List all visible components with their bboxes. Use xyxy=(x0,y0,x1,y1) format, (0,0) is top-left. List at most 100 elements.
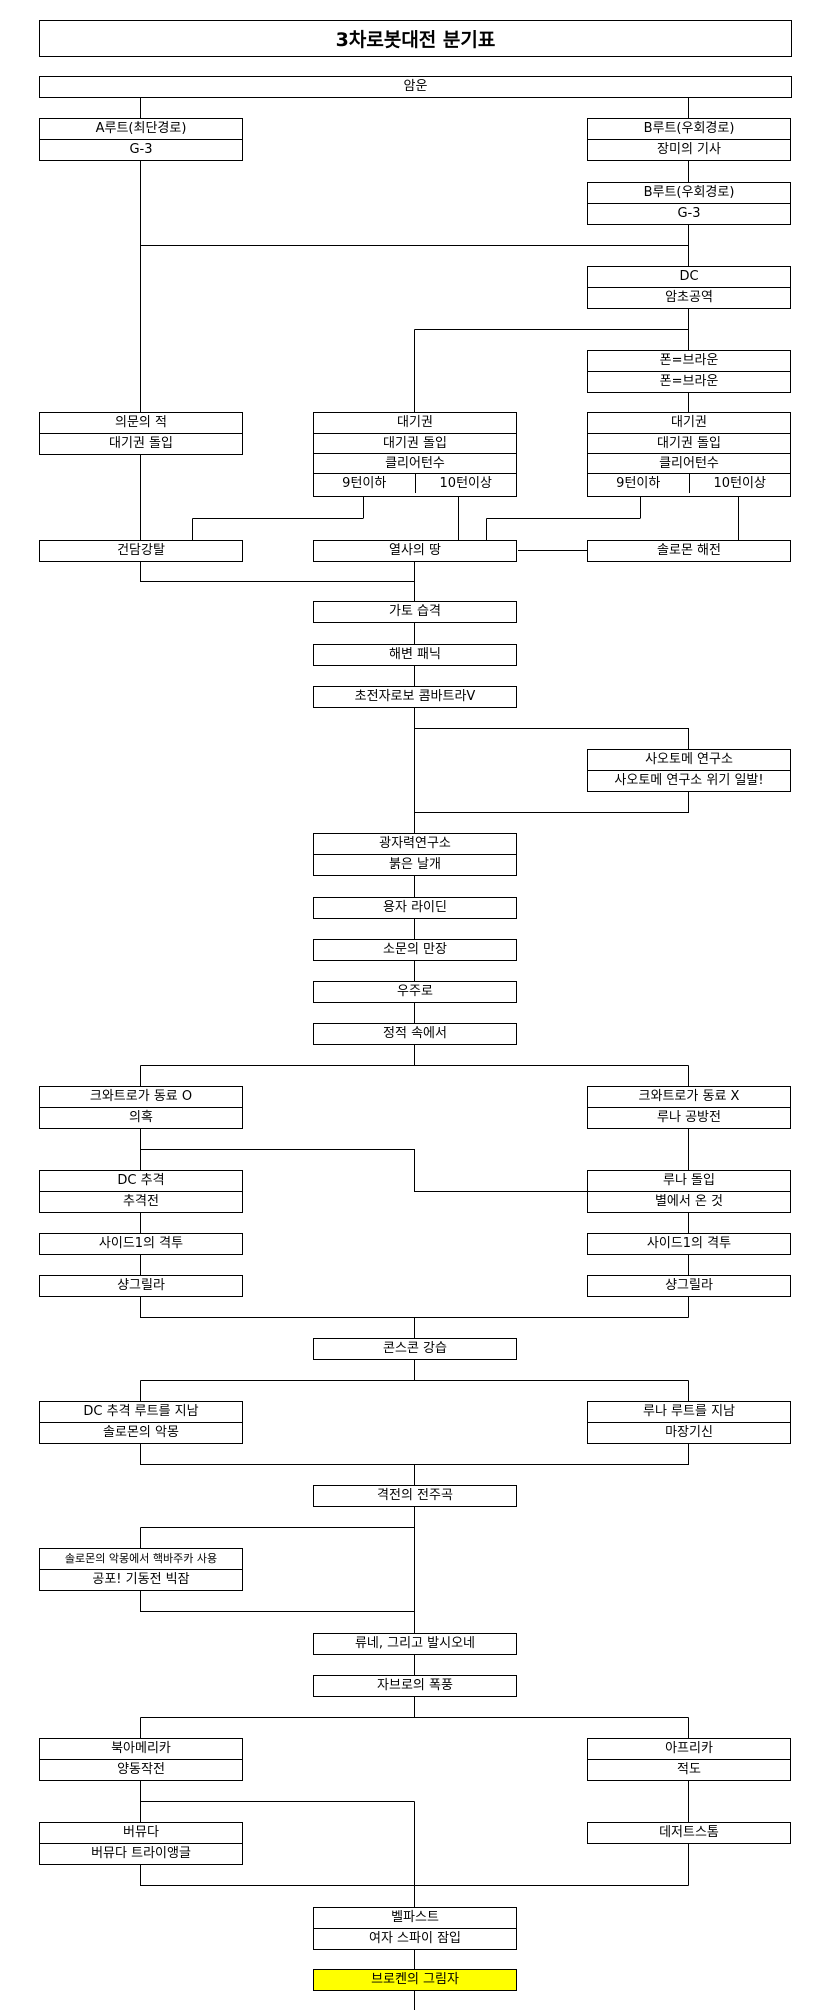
node-label: 크와트로가 동료 X xyxy=(638,1089,740,1104)
node-dc: DC 암초공역 xyxy=(587,266,791,309)
node-label: 루나 돌입 xyxy=(663,1173,715,1188)
turn-split: 9턴이하 10턴이상 xyxy=(588,473,790,493)
node-label: 콘스콘 강습 xyxy=(383,1341,447,1356)
node-label: DC xyxy=(679,269,699,284)
node-shangri-left: 샹그릴라 xyxy=(39,1275,243,1297)
node-label: 추격전 xyxy=(40,1191,242,1211)
node-label: 대기권 돌입 xyxy=(40,433,242,453)
node-label: 광자력연구소 xyxy=(379,836,451,851)
node-label: 대기권 돌입 xyxy=(314,433,516,453)
turn-split: 9턴이하 10턴이상 xyxy=(314,473,516,493)
node-dc-chugyeok: DC 추격 추격전 xyxy=(39,1170,243,1213)
node-label: 샹그릴라 xyxy=(117,1278,165,1293)
node-a-route: A루트(최단경로) G-3 xyxy=(39,118,243,161)
node-gato: 가토 습격 xyxy=(313,601,517,623)
node-label: 열사의 땅 xyxy=(389,543,441,558)
node-label: 건담강탈 xyxy=(117,543,165,558)
turn-9-or-less: 9턴이하 xyxy=(616,476,661,491)
node-label: 별에서 온 것 xyxy=(588,1191,790,1211)
node-label: 솔로몬 해전 xyxy=(657,543,721,558)
node-solomon-nuke: 솔로몬의 악몽에서 핵바주카 사용 공포! 기동전 빅잠 xyxy=(39,1548,243,1591)
node-luna-route-pass: 루나 루트를 지남 마장기신 xyxy=(587,1401,791,1444)
node-jeongjeok: 정적 속에서 xyxy=(313,1023,517,1045)
node-consecon: 콘스콘 강습 xyxy=(313,1338,517,1360)
node-label: 버뮤다 트라이앵글 xyxy=(40,1843,242,1863)
node-ujuro: 우주로 xyxy=(313,981,517,1003)
node-label: 가토 습격 xyxy=(389,604,441,619)
node-label: 우주로 xyxy=(397,984,433,999)
node-label: 데저트스톰 xyxy=(659,1825,719,1840)
node-side1-right: 사이드1의 격투 xyxy=(587,1233,791,1255)
node-label: 브로켄의 그림자 xyxy=(371,1972,459,1987)
node-label: B루트(우회경로) xyxy=(643,121,735,136)
node-shangri-right: 샹그릴라 xyxy=(587,1275,791,1297)
node-label: 북아메리카 xyxy=(111,1741,171,1756)
node-label: 대기권 xyxy=(671,415,707,430)
node-africa: 아프리카 적도 xyxy=(587,1738,791,1781)
node-label: 공포! 기동전 빅잠 xyxy=(40,1569,242,1589)
node-label: G-3 xyxy=(588,203,790,223)
node-label: A루트(최단경로) xyxy=(95,121,187,136)
node-label: 솔로몬의 악몽에서 핵바주카 사용 xyxy=(64,1552,218,1565)
turn-9-or-less: 9턴이하 xyxy=(342,476,387,491)
node-label: 소문의 만장 xyxy=(383,942,447,957)
node-saotome: 사오토메 연구소 사오토메 연구소 위기 일발! xyxy=(587,749,791,792)
node-label: 사오토메 연구소 xyxy=(645,752,733,767)
node-quattro-o: 크와트로가 동료 O 의혹 xyxy=(39,1086,243,1129)
node-label: 의혹 xyxy=(40,1107,242,1127)
node-label: DC 추격 루트를 지남 xyxy=(83,1404,199,1419)
node-label: 사오토메 연구소 위기 일발! xyxy=(588,770,790,790)
node-label: 벨파스트 xyxy=(391,1910,439,1925)
node-north-america: 북아메리카 양동작전 xyxy=(39,1738,243,1781)
node-label: 붉은 날개 xyxy=(314,854,516,874)
node-side1-left: 사이드1의 격투 xyxy=(39,1233,243,1255)
node-label: 정적 속에서 xyxy=(383,1026,447,1041)
node-label: 클리어턴수 xyxy=(588,453,790,473)
node-combattler: 초전자로보 콤바트라V xyxy=(313,686,517,708)
title-text: 3차로봇대전 분기표 xyxy=(335,29,496,51)
node-label: 용자 라이딘 xyxy=(383,900,447,915)
node-label: 클리어턴수 xyxy=(314,453,516,473)
node-label: G-3 xyxy=(40,139,242,159)
node-dc-route-pass: DC 추격 루트를 지남 솔로몬의 악몽 xyxy=(39,1401,243,1444)
node-label: 여자 스파이 잠입 xyxy=(314,1928,516,1948)
node-label: 크와트로가 동료 O xyxy=(89,1089,193,1104)
page-title: 3차로봇대전 분기표 xyxy=(39,20,792,57)
node-label: 대기권 xyxy=(397,415,433,430)
node-solomon-haejeon: 솔로몬 해전 xyxy=(587,540,791,562)
node-quattro-x: 크와트로가 동료 X 루나 공방전 xyxy=(587,1086,791,1129)
node-somun: 소문의 만장 xyxy=(313,939,517,961)
node-label: 암운 xyxy=(403,79,428,94)
node-uimun: 의문의 적 대기권 돌입 xyxy=(39,412,243,455)
node-gwangja: 광자력연구소 붉은 날개 xyxy=(313,833,517,876)
node-label: 대기권 돌입 xyxy=(588,433,790,453)
node-label: 류네, 그리고 발시오네 xyxy=(354,1636,476,1651)
node-jabro: 자브로의 폭풍 xyxy=(313,1675,517,1697)
node-fonbraun: 폰=브라운 폰=브라운 xyxy=(587,350,791,393)
node-label: 사이드1의 격투 xyxy=(98,1236,184,1251)
node-b-route-g3: B루트(우회경로) G-3 xyxy=(587,182,791,225)
node-label: 루나 공방전 xyxy=(588,1107,790,1127)
node-daegi-right: 대기권 대기권 돌입 클리어턴수 9턴이하 10턴이상 xyxy=(587,412,791,497)
node-label: 폰=브라운 xyxy=(588,371,790,391)
node-label: 자브로의 폭풍 xyxy=(377,1678,453,1693)
node-haebyeon: 해변 패닉 xyxy=(313,644,517,666)
node-desert-storm: 데저트스톰 xyxy=(587,1822,791,1844)
node-gyeokjeon: 격전의 전주곡 xyxy=(313,1485,517,1507)
node-label: 폰=브라운 xyxy=(659,353,719,368)
node-broken-highlighted: 브로켄의 그림자 xyxy=(313,1969,517,1991)
node-label: 의문의 적 xyxy=(115,415,167,430)
node-label: 초전자로보 콤바트라V xyxy=(354,689,476,704)
node-label: 격전의 전주곡 xyxy=(377,1488,453,1503)
node-yongja: 용자 라이딘 xyxy=(313,897,517,919)
node-b-route-rose-knight: B루트(우회경로) 장미의 기사 xyxy=(587,118,791,161)
node-rune: 류네, 그리고 발시오네 xyxy=(313,1633,517,1655)
node-label: 아프리카 xyxy=(665,1741,713,1756)
node-label: 샹그릴라 xyxy=(665,1278,713,1293)
node-yeolsa: 열사의 땅 xyxy=(313,540,517,562)
node-label: 사이드1의 격투 xyxy=(646,1236,732,1251)
node-label: 장미의 기사 xyxy=(588,139,790,159)
node-label: B루트(우회경로) xyxy=(643,185,735,200)
node-label: 솔로몬의 악몽 xyxy=(40,1422,242,1442)
